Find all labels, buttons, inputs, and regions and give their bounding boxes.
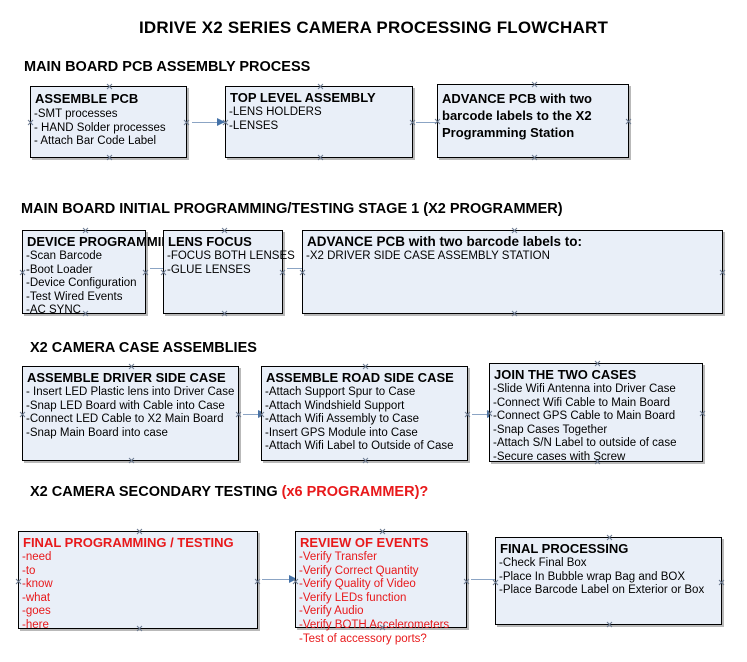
arrow-head-icon	[217, 118, 225, 126]
node-line: -Connect LED Cable to X2 Main Board	[26, 413, 224, 426]
node-line: -LENSES	[229, 119, 279, 132]
node-advance-pcb-to-driver-side-case-assembly-station[interactable]: ADVANCE PCB with two barcode labels to: …	[302, 230, 723, 314]
node-header: ASSEMBLE PCB	[35, 91, 139, 106]
node-top-level-assembly[interactable]: TOP LEVEL ASSEMBLY -LENS HOLDERS -LENSES	[225, 86, 413, 158]
handle-marker-bottom	[128, 457, 135, 464]
connector-assemble-pcb-to-top-level-assembly	[192, 118, 225, 126]
node-line: - Attach Bar Code Label	[34, 135, 157, 148]
node-line: -need	[22, 551, 52, 563]
node-line: -Test Wired Events	[26, 290, 123, 303]
node-line: -SMT processes	[34, 108, 118, 120]
node-line: -know	[22, 578, 53, 591]
node-lens-focus[interactable]: LENS FOCUS -FOCUS BOTH LENSES -GLUE LENS…	[163, 230, 295, 317]
node-line: -Device Configuration	[26, 277, 137, 290]
node-line: -Scan Barcode	[26, 250, 103, 262]
node-line: -Verify LEDs function	[299, 591, 407, 604]
node-line: -Attach Support Spur to Case	[265, 386, 416, 398]
node-header: DEVICE PROGRAMMING	[27, 234, 181, 249]
node-line: -Attach Wifi Assembly to Case	[265, 413, 420, 426]
node-line: -Place In Bubble wrap Bag and BOX	[499, 570, 686, 583]
handle-marker-bottom	[511, 310, 518, 317]
node-line: -Check Final Box	[499, 557, 587, 569]
node-assemble-road-side-case[interactable]: ASSEMBLE ROAD SIDE CASE -Attach Support …	[261, 366, 468, 461]
node-line: -LENS HOLDERS	[229, 106, 322, 118]
section-heading-main-board-pcb-assembly-process: MAIN BOARD PCB ASSEMBLY PROCESS	[24, 59, 310, 75]
node-header: LENS FOCUS	[168, 234, 252, 249]
handle-marker-bottom	[106, 154, 113, 161]
handle-marker-bottom	[317, 154, 324, 161]
node-line: -Snap LED Board with Cable into Case	[26, 399, 225, 412]
section-heading-text: X2 CAMERA CASE ASSEMBLIES	[30, 340, 257, 356]
node-header: REVIEW OF EVENTS	[300, 535, 429, 550]
node-line: -Attach Wifi Label to Outside of Case	[265, 440, 454, 453]
node-header: FINAL PROCESSING	[500, 541, 629, 556]
node-header: TOP LEVEL ASSEMBLY	[230, 90, 376, 105]
node-line: -to	[22, 564, 36, 577]
node-line: -X2 DRIVER SIDE CASE ASSEMBLY STATION	[306, 250, 550, 262]
node-review-of-events[interactable]: REVIEW OF EVENTS -Verify Transfer -Verif…	[295, 531, 467, 645]
node-header: ASSEMBLE ROAD SIDE CASE	[266, 370, 454, 385]
node-line: -Boot Loader	[26, 263, 93, 276]
node-line: -Connect Wifi Cable to Main Board	[493, 396, 671, 409]
node-line: -Place Barcode Label on Exterior or Box	[499, 584, 705, 597]
node-line: -GLUE LENSES	[167, 263, 251, 276]
node-line: -goes	[22, 605, 51, 618]
node-header: FINAL PROGRAMMING / TESTING	[23, 535, 234, 550]
section-heading-note: (x6 PROGRAMMER)?	[281, 484, 429, 500]
node-line: -Attach S/N Label to outside of case	[493, 437, 677, 450]
node-line: -Verify Transfer	[299, 551, 377, 563]
node-assemble-pcb[interactable]: ASSEMBLE PCB -SMT processes - HAND Solde…	[30, 86, 187, 158]
node-line-overflow: -Test of accessory ports?	[299, 632, 427, 645]
node-line: -Snap Main Board into case	[26, 426, 168, 439]
section-heading-text: MAIN BOARD PCB ASSEMBLY PROCESS	[24, 59, 311, 75]
node-advance-pcb-to-x2-programming-station[interactable]: ADVANCE PCB with two barcode labels to t…	[437, 84, 629, 158]
node-line: -Verify Audio	[299, 605, 364, 618]
node-line: -Insert GPS Module into Case	[265, 426, 418, 439]
section-heading-text: X2 CAMERA SECONDARY TESTING	[30, 484, 282, 500]
handle-marker-bottom	[221, 310, 228, 317]
node-line: -Slide Wifi Antenna into Driver Case	[493, 383, 676, 395]
section-heading-x2-camera-case-assemblies: X2 CAMERA CASE ASSEMBLIES	[30, 340, 257, 356]
handle-marker-bottom	[531, 154, 538, 161]
section-heading-text: MAIN BOARD INITIAL PROGRAMMING/TESTING S…	[21, 201, 563, 217]
page-title: IDRIVE X2 SERIES CAMERA PROCESSING FLOWC…	[138, 18, 609, 37]
node-line: -what	[22, 591, 51, 604]
section-heading-x2-camera-secondary-testing: X2 CAMERA SECONDARY TESTING (x6 PROGRAMM…	[30, 484, 428, 500]
node-final-processing[interactable]: FINAL PROCESSING -Check Final Box -Place…	[495, 537, 722, 625]
handle-marker-right	[719, 269, 726, 276]
connector-final-programming-to-review-of-events	[262, 575, 297, 583]
node-device-programming[interactable]: DEVICE PROGRAMMING -Scan Barcode -Boot L…	[22, 230, 181, 316]
node-header: ADVANCE PCB with two barcode labels to:	[307, 234, 583, 249]
node-join-the-two-cases[interactable]: JOIN THE TWO CASES -Slide Wifi Antenna i…	[489, 363, 703, 463]
node-line: - HAND Solder processes	[34, 121, 166, 134]
node-line: -Snap Cases Together	[493, 423, 608, 436]
handle-marker-bottom	[606, 621, 613, 628]
handle-marker-bottom	[362, 457, 369, 464]
node-line: - Insert LED Plastic lens into Driver Ca…	[26, 386, 235, 398]
handle-marker-left	[299, 269, 306, 276]
node-line: -Secure cases with Screw	[493, 450, 626, 463]
node-line: -AC SYNC	[26, 304, 81, 317]
arrow-head-icon	[289, 575, 297, 583]
node-line: -Verify Quality of Video	[299, 578, 416, 591]
node-line: -Verify BOTH Accelerometers	[299, 618, 450, 631]
node-line: -Verify Correct Quantity	[299, 564, 419, 577]
node-header: JOIN THE TWO CASES	[494, 367, 637, 382]
node-line: -Connect GPS Cable to Main Board	[493, 410, 676, 423]
node-header: ASSEMBLE DRIVER SIDE CASE	[27, 370, 226, 385]
node-line: -FOCUS BOTH LENSES	[167, 250, 295, 262]
node-line: -Attach Windshield Support	[265, 399, 405, 412]
node-final-programming-testing[interactable]: FINAL PROGRAMMING / TESTING -need -to -k…	[18, 531, 258, 631]
section-heading-main-board-initial-programming-testing-stage-1: MAIN BOARD INITIAL PROGRAMMING/TESTING S…	[21, 201, 563, 217]
node-assemble-driver-side-case[interactable]: ASSEMBLE DRIVER SIDE CASE - Insert LED P…	[22, 366, 239, 461]
node-line: -here	[22, 618, 49, 631]
node-header: ADVANCE PCB with two barcode labels to t…	[442, 91, 592, 140]
